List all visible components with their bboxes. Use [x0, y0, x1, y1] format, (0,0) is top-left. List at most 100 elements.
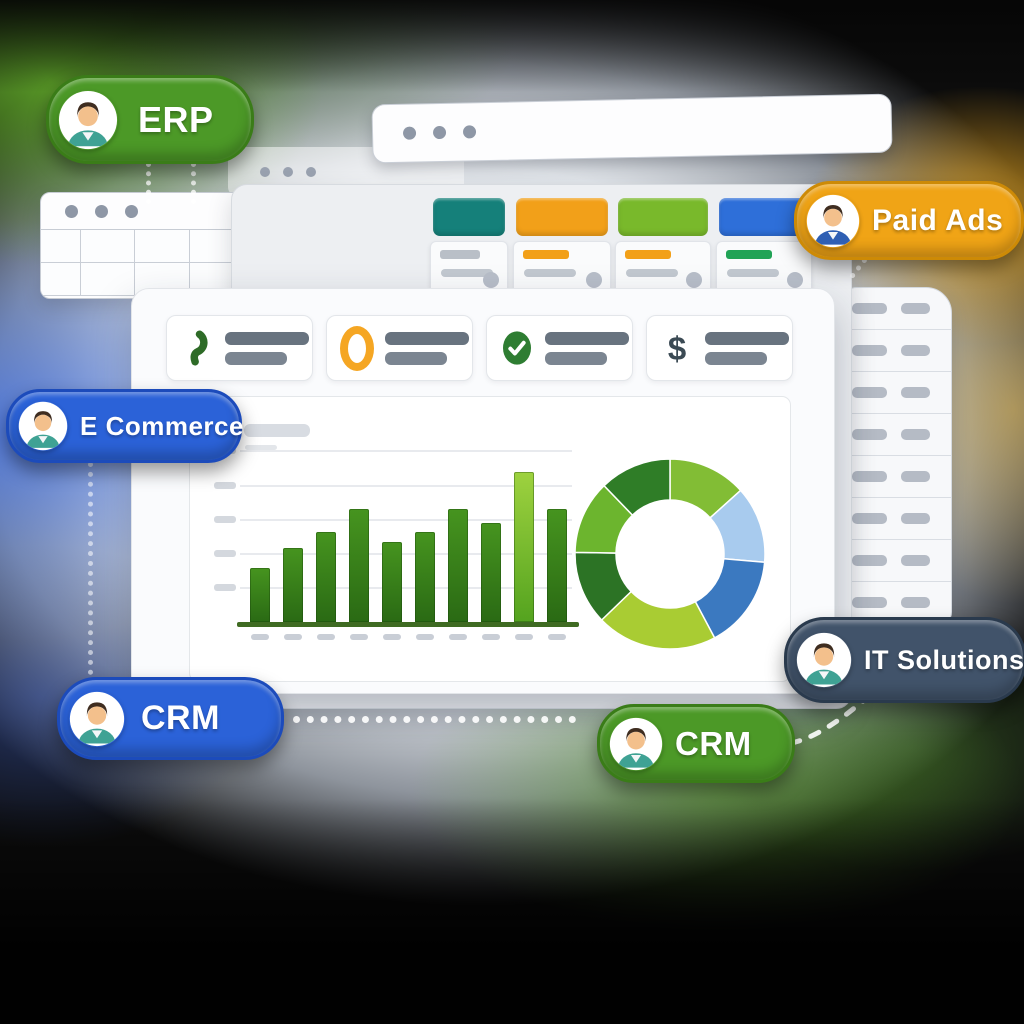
kanban-column-header [618, 198, 708, 236]
x-axis-label-skeleton [449, 634, 467, 640]
pill-label: IT Solutions [864, 644, 1024, 675]
record-list-panel [846, 287, 952, 626]
x-axis-label-skeleton [515, 634, 533, 640]
window-dot [306, 166, 316, 177]
spreadsheet-cell [81, 230, 136, 263]
y-axis-tick-skeleton [214, 584, 236, 591]
bar [514, 472, 534, 622]
x-axis-label-skeleton [482, 634, 500, 640]
stat-card-progress [326, 315, 473, 381]
window-dot [65, 204, 78, 218]
x-axis-label-skeleton [383, 634, 401, 640]
spreadsheet-cell [81, 263, 136, 296]
dotted-connector-vertical [191, 162, 196, 204]
chart-title-skeleton [244, 424, 310, 437]
erp-pill[interactable]: ERP [46, 75, 254, 164]
dashed-connector-crm-itsolutions [788, 692, 873, 746]
stat-card-revenue: $ [646, 315, 793, 381]
card-accent-bar [726, 250, 772, 259]
list-row [847, 330, 951, 372]
bar [448, 509, 468, 622]
row-skeleton-bar [852, 513, 887, 524]
skeleton-text [705, 331, 789, 365]
window-dot [260, 166, 270, 177]
list-row [847, 288, 951, 330]
y-axis-tick-skeleton [214, 550, 236, 557]
row-skeleton-bar [852, 471, 887, 482]
row-skeleton-bar [852, 597, 887, 608]
card-accent-bar [523, 250, 569, 259]
x-axis-label-skeleton [548, 634, 566, 640]
card-accent-bar [625, 250, 671, 259]
window-dot [402, 126, 417, 140]
x-axis-label-skeleton [284, 634, 302, 640]
window-dot [283, 166, 293, 177]
dotted-connector-ecommerce-crm [88, 462, 93, 675]
window-dot [125, 204, 138, 218]
crm-green-pill[interactable]: CRM [597, 704, 795, 783]
card-avatar-circle [586, 272, 602, 288]
chart-gridline [240, 450, 572, 452]
avatar [806, 194, 860, 248]
kanban-column-header [516, 198, 608, 236]
check-icon [500, 329, 534, 367]
pill-label: ERP [138, 98, 214, 140]
window-dot [462, 125, 477, 139]
card-skeleton-bar [441, 269, 493, 277]
bar [250, 568, 270, 622]
row-skeleton-bar [901, 555, 930, 566]
skeleton-text [545, 331, 629, 365]
donut-icon [340, 325, 374, 371]
paid-ads-pill[interactable]: Paid Ads [794, 181, 1024, 260]
bar [415, 532, 435, 622]
card-avatar-circle [787, 272, 803, 288]
avatar [609, 717, 663, 771]
stat-card-calls [166, 315, 313, 381]
crm-blue-pill[interactable]: CRM [57, 677, 284, 760]
row-skeleton-bar [901, 345, 930, 356]
stat-card-row: $ [166, 315, 793, 381]
bar [316, 532, 336, 622]
dotted-connector-vertical [146, 162, 151, 204]
list-row [847, 498, 951, 540]
window-dot [432, 125, 447, 140]
row-skeleton-bar [901, 303, 930, 314]
x-axis-label-skeleton [251, 634, 269, 640]
row-skeleton-bar [901, 597, 930, 608]
card-skeleton-bar [626, 269, 678, 277]
bar [382, 542, 402, 622]
row-skeleton-bar [901, 429, 930, 440]
y-axis-tick-skeleton [214, 516, 236, 523]
y-axis-tick-skeleton [214, 482, 236, 489]
kanban-column-header [433, 198, 505, 236]
spreadsheet-cell [41, 230, 81, 263]
bar [481, 523, 501, 622]
row-skeleton-bar [852, 555, 887, 566]
window-dots [402, 125, 477, 140]
avatar [796, 632, 852, 688]
avatar [58, 90, 118, 150]
row-skeleton-bar [852, 429, 887, 440]
pill-label: Paid Ads [872, 203, 1004, 237]
row-skeleton-bar [852, 387, 887, 398]
list-row [847, 414, 951, 456]
avatar [69, 691, 125, 747]
donut-segment [602, 458, 671, 517]
dotted-connector-crm-crm [293, 716, 576, 723]
browser-window-bar [371, 93, 893, 164]
pill-label: CRM [141, 699, 220, 737]
kanban-card [615, 241, 711, 296]
x-axis-label-skeleton [317, 634, 335, 640]
skeleton-text [225, 331, 309, 365]
it-solutions-pill[interactable]: IT Solutions [784, 617, 1024, 703]
kanban-card [430, 241, 508, 296]
ecommerce-pill[interactable]: E Commerce [6, 389, 243, 463]
stat-card-completed [486, 315, 633, 381]
window-dots [65, 204, 138, 218]
row-skeleton-bar [901, 387, 930, 398]
donut-chart [574, 453, 775, 655]
card-skeleton-bar [524, 269, 576, 277]
row-skeleton-bar [901, 513, 930, 524]
spreadsheet-cell [41, 263, 81, 296]
